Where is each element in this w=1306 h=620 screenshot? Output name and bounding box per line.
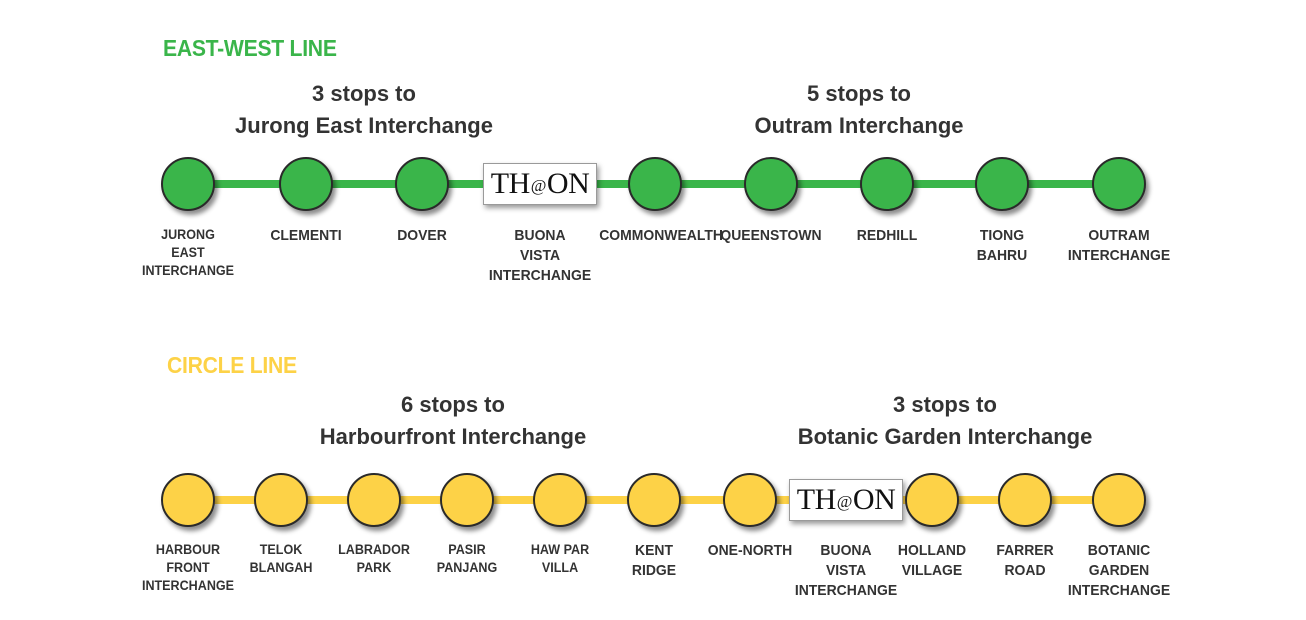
cc-station-label: PASIR PANJANG [436,542,498,575]
cc-station-label: BUONA VISTA INTERCHANGE [794,542,898,599]
ew-station-marker [975,157,1029,211]
cc-station-marker [905,473,959,527]
cc-station-label: HOLLAND VILLAGE [897,542,967,579]
ew-station-marker [860,157,914,211]
cc-station-label: FARRER ROAD [996,542,1054,579]
cc-station-label: TELOK BLANGAH [249,542,313,575]
cc-station-marker [440,473,494,527]
logo-text-pre: TH [490,167,531,200]
ew-station-label: TIONG BAHRU [976,227,1028,264]
ew-station-marker [1092,157,1146,211]
ew-station-marker [395,157,449,211]
cc-right-destination: Botanic Garden Interchange [797,424,1093,449]
cc-station-label: LABRADOR PARK [338,542,410,575]
ew-station-marker [628,157,682,211]
ew-station-label: BUONA VISTA INTERCHANGE [488,227,592,284]
cc-station-marker [723,473,777,527]
cc-project-logo: TH@ON [789,479,903,521]
cc-station-marker [998,473,1052,527]
logo-text-post: ON [852,483,896,516]
cc-station-label: KENT RIDGE [631,542,677,579]
cc-station-marker [347,473,401,527]
ew-right-direction: 5 stops to Outram Interchange [754,78,963,142]
ew-station-label: CLEMENTI [270,227,342,244]
logo-text-at: @ [836,492,853,511]
cc-station-marker [533,473,587,527]
ew-station-label: REDHILL [856,227,918,244]
logo-text-post: ON [546,167,590,200]
cc-left-direction: 6 stops to Harbourfront Interchange [320,389,586,453]
ew-line-title: EAST-WEST LINE [163,35,337,61]
cc-left-destination: Harbourfront Interchange [319,424,587,449]
ew-right-stops-count: 5 stops to [807,81,911,106]
ew-left-stops-count: 3 stops to [312,81,416,106]
ew-station-label: COMMONWEALTH [599,227,723,244]
cc-station-marker [254,473,308,527]
cc-station-marker [161,473,215,527]
cc-station-marker [627,473,681,527]
ew-station-label: QUEENSTOWN [720,227,822,244]
logo-text-pre: TH [796,483,837,516]
cc-line-title: CIRCLE LINE [167,352,297,378]
ew-station-label: JURONG EAST INTERCHANGE [141,227,235,278]
ew-station-marker [744,157,798,211]
cc-station-label: BOTANIC GARDEN INTERCHANGE [1067,542,1171,599]
cc-station-marker [1092,473,1146,527]
ew-station-label: OUTRAM INTERCHANGE [1067,227,1171,264]
ew-station-marker [279,157,333,211]
ew-left-destination: Jurong East Interchange [235,113,493,138]
ew-right-destination: Outram Interchange [754,113,964,138]
ew-station-marker [161,157,215,211]
cc-right-stops-count: 3 stops to [893,392,997,417]
cc-right-direction: 3 stops to Botanic Garden Interchange [798,389,1093,453]
cc-station-label: ONE-NORTH [707,542,793,559]
logo-text-at: @ [530,176,547,195]
cc-left-stops-count: 6 stops to [401,392,505,417]
ew-project-logo: TH@ON [483,163,597,205]
ew-station-label: DOVER [397,227,447,244]
ew-left-direction: 3 stops to Jurong East Interchange [235,78,493,142]
cc-station-label: HARBOUR FRONT INTERCHANGE [141,542,235,593]
cc-station-label: HAW PAR VILLA [530,542,590,575]
